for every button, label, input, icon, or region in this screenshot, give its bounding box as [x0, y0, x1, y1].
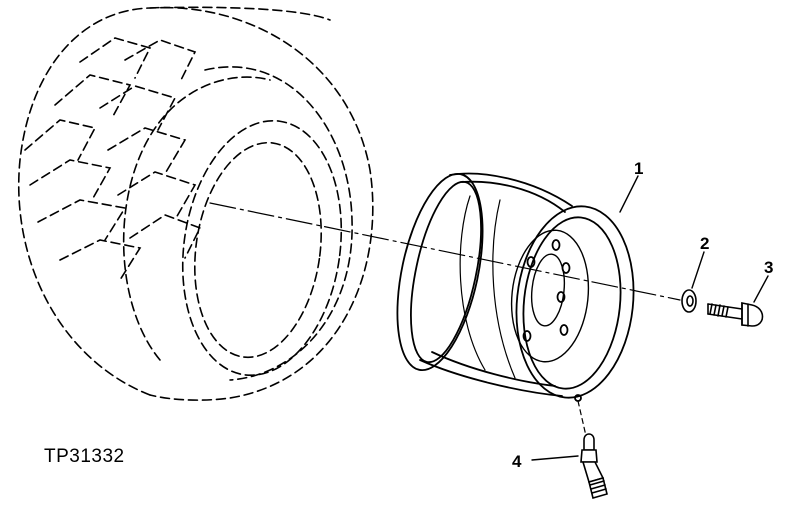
wheel-bolt [707, 302, 764, 327]
callout-3: 3 [764, 258, 773, 277]
callout-2: 2 [700, 234, 709, 253]
wheel-rim [396, 172, 635, 402]
valve-stem [577, 400, 608, 499]
callout-1: 1 [634, 159, 643, 178]
figure-id: TP31332 [44, 446, 125, 467]
leader-lines [531, 175, 769, 461]
assembly-centerline [209, 202, 681, 301]
tire-phantom [18, 6, 374, 401]
washer [681, 289, 697, 313]
callout-4: 4 [512, 452, 522, 471]
